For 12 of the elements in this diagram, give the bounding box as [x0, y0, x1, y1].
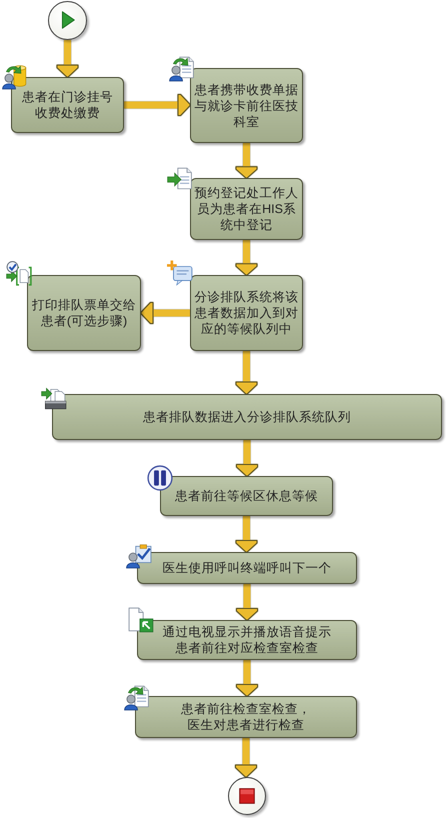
step-text: 预约登记处工作人员为患者在HIS系统中登记 — [194, 185, 298, 233]
step-text: 患者前往检查室检查，医生对患者进行检查 — [181, 701, 311, 733]
end-circle — [228, 777, 266, 815]
step-text: 医生使用呼叫终端呼叫下一个 — [162, 560, 332, 576]
step-text: 患者前往等候区休息等候 — [174, 488, 319, 504]
step-text: 患者携带收费单据与就诊卡前往医技科室 — [194, 82, 298, 130]
step-text: 打印排队票单交给患者(可选步骤) — [32, 297, 136, 329]
step-text: 通过电视显示并播放语音提示患者前往对应检查室检查 — [162, 624, 332, 656]
start-circle — [48, 1, 87, 40]
step-text: 患者排队数据进入分诊排队系统队列 — [142, 409, 352, 425]
step-text: 分诊排队系统将该患者数据加入到对应的等候队列中 — [194, 289, 298, 337]
step-text: 患者在门诊挂号收费处缴费 — [22, 89, 114, 121]
